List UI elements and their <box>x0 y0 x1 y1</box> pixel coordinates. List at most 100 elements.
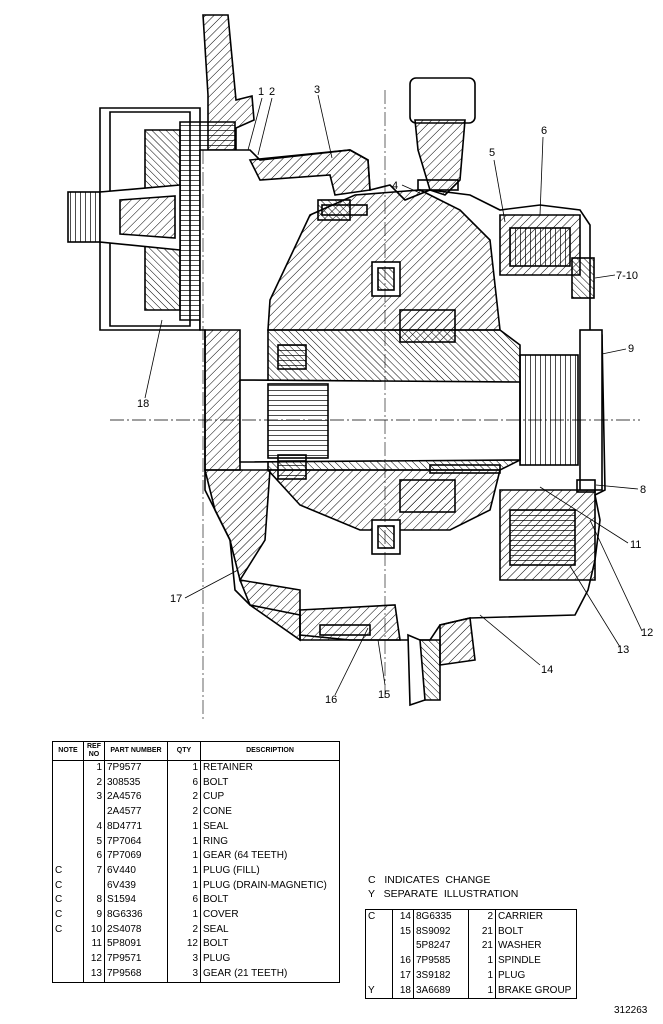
part-number-cell: 7P9585 <box>413 954 469 969</box>
qty-cell: 2 <box>468 909 496 925</box>
qty-cell: 1 <box>468 968 496 984</box>
qty-cell: 21 <box>468 924 496 940</box>
legend-separate-illustration: Y SEPARATE ILLUSTRATION <box>368 888 519 900</box>
callout-16: 16 <box>325 694 337 706</box>
legend-indicates-change: C INDICATES CHANGE <box>368 874 491 886</box>
qty-cell: 1 <box>167 834 201 850</box>
note-cell <box>52 966 84 983</box>
note-cell: C <box>52 908 84 923</box>
part-number-cell: 7P7069 <box>104 849 168 864</box>
qty-cell: 6 <box>167 893 201 909</box>
part-number-cell: 7P7064 <box>104 834 168 850</box>
note-cell <box>365 924 393 940</box>
callout-7-10: 7-10 <box>616 270 638 282</box>
description-cell: PLUG (FILL) <box>203 864 260 876</box>
figure-number: 312263 <box>614 1005 648 1016</box>
ref-cell: 15 <box>392 924 414 940</box>
qty-cell: 1 <box>468 983 496 999</box>
description-cell: BRAKE GROUP <box>498 984 572 996</box>
lower-mount-boss <box>299 604 401 641</box>
note-cell <box>52 952 84 967</box>
note-cell <box>365 939 393 955</box>
note-cell <box>52 834 84 850</box>
note-cell <box>52 775 84 791</box>
ref-cell: 1 <box>83 760 105 776</box>
part-number-cell: 5P8247 <box>413 939 469 955</box>
header-note: NOTE <box>52 741 84 761</box>
qty-cell: 3 <box>167 966 201 983</box>
note-cell: C <box>52 893 84 909</box>
note-cell <box>365 968 393 984</box>
callout-5: 5 <box>489 147 495 159</box>
ref-cell: 9 <box>83 908 105 923</box>
description-cell: WASHER <box>498 940 542 952</box>
note-cell <box>52 760 84 776</box>
part-number-cell: 8G6336 <box>104 908 168 923</box>
part-number-cell: 8D4771 <box>104 819 168 835</box>
part-number-cell: 308535 <box>104 775 168 791</box>
description-cell: BOLT <box>203 894 229 906</box>
part-number-cell: 2S4078 <box>104 922 168 938</box>
part-number-cell: 3S9182 <box>413 968 469 984</box>
note-cell <box>52 849 84 864</box>
header-ref-no: REF NO <box>83 741 105 761</box>
note-cell: C <box>52 863 84 879</box>
qty-cell: 1 <box>167 819 201 835</box>
drawing-geometry <box>67 14 640 720</box>
part-number-cell: 6V440 <box>104 863 168 879</box>
qty-cell: 2 <box>167 790 201 806</box>
qty-cell: 21 <box>468 939 496 955</box>
planet-gear <box>509 509 576 566</box>
input-spline <box>67 191 103 243</box>
callout-6: 6 <box>541 125 547 137</box>
callout-2: 2 <box>269 86 275 98</box>
description-cell: PLUG <box>498 969 526 981</box>
note-cell: C <box>365 909 393 925</box>
description-cell: SPINDLE <box>498 955 541 967</box>
qty-cell: 1 <box>167 878 201 894</box>
qty-cell: 12 <box>167 937 201 953</box>
description-cell: BOLT <box>498 925 524 937</box>
qty-cell: 6 <box>167 775 201 791</box>
shaft-spline <box>267 383 329 459</box>
part-number-cell: 7P9571 <box>104 952 168 967</box>
ref-cell: 13 <box>83 966 105 983</box>
part-number-cell: 7P9577 <box>104 760 168 776</box>
description-cell: CONE <box>203 806 232 818</box>
callout-13: 13 <box>617 644 629 656</box>
ref-cell: 14 <box>392 909 414 925</box>
ref-cell: 3 <box>83 790 105 806</box>
callout-8: 8 <box>640 484 646 496</box>
description-cell: RETAINER <box>203 762 253 773</box>
qty-cell: 1 <box>167 908 201 923</box>
note-cell <box>52 805 84 820</box>
qty-cell: 1 <box>167 863 201 879</box>
part-number-cell: 6V439 <box>104 878 168 894</box>
part-number-cell: S1594 <box>104 893 168 909</box>
ref-cell: 18 <box>392 983 414 999</box>
parts-list-header: NOTE REF NO PART NUMBER QTY DESCRIPTION <box>52 741 340 761</box>
description-cell: PLUG <box>203 953 231 965</box>
ref-cell: 12 <box>83 952 105 967</box>
callout-12: 12 <box>641 627 653 639</box>
ref-cell: 11 <box>83 937 105 953</box>
note-cell <box>52 937 84 953</box>
ref-cell: 17 <box>392 968 414 984</box>
callout-18: 18 <box>137 398 149 410</box>
ref-cell: 8 <box>83 893 105 909</box>
qty-cell: 1 <box>468 954 496 969</box>
description-cell: PLUG (DRAIN-MAGNETIC) <box>203 879 327 891</box>
ref-cell: 2 <box>83 775 105 791</box>
description-cell: COVER <box>203 909 239 921</box>
description-cell: BOLT <box>203 938 229 950</box>
